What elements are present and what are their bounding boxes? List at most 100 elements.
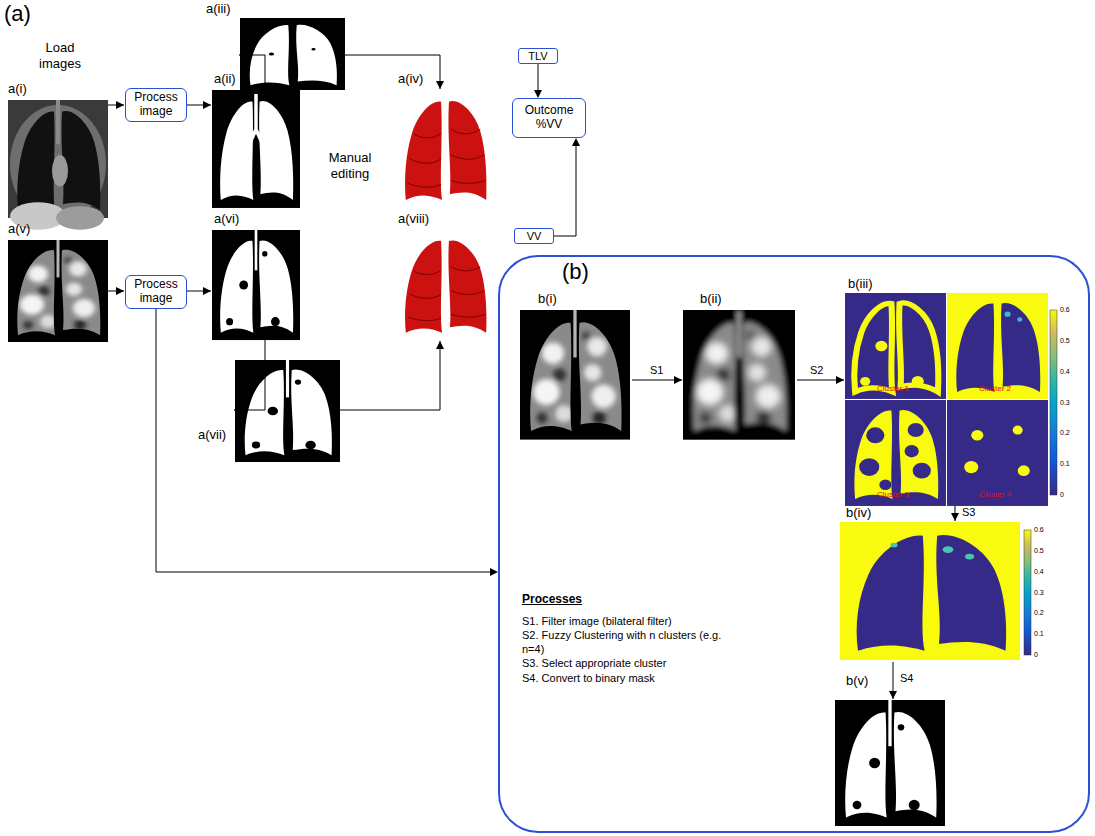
process-box: Process image: [125, 275, 187, 309]
illustration-part: [240, 18, 345, 90]
colorbar: [1024, 530, 1031, 655]
illustration-part: [187, 291, 211, 292]
part-label: b(iv): [846, 506, 871, 520]
illustration-part: [947, 400, 1048, 506]
step-label: S2: [810, 364, 823, 376]
illustration-part: [797, 380, 844, 381]
illustration-part: [683, 310, 795, 440]
cluster-map: [845, 400, 946, 506]
axis-tick: 0.2: [1060, 429, 1070, 437]
illustration-part: [234, 340, 265, 410]
process-step: S2. Fuzzy Clustering with n clusters (e.…: [522, 628, 737, 657]
filtered-image: [683, 310, 795, 440]
process-panel: (b) ProcessesS1. Filter image (bilateral …: [498, 255, 1090, 833]
part-label: a(iv): [398, 72, 423, 86]
lung-render: [396, 90, 494, 208]
lung-render: [396, 230, 494, 340]
list-heading: Processes: [522, 592, 737, 608]
connector: [554, 138, 580, 236]
illustration-part: [212, 90, 300, 208]
cluster-map: [845, 293, 946, 399]
edited-mask: [240, 18, 345, 90]
box-text: VV: [518, 230, 550, 242]
flow-arrows: [108, 55, 955, 699]
arrow-head: [490, 568, 498, 576]
part-label: a(vii): [198, 428, 226, 442]
illustration-part: [893, 662, 894, 699]
part-label: a(viii): [398, 212, 429, 226]
part-label: Manual editing: [316, 150, 384, 181]
measure-box: VV: [514, 228, 554, 244]
box-text: Process image: [130, 278, 182, 306]
illustration-part: [187, 105, 211, 106]
part-label: a(v): [8, 222, 30, 236]
axis-tick: 0.4: [1060, 368, 1070, 376]
cluster-label: Cluster 1: [877, 385, 909, 394]
illustration-part: [235, 360, 340, 462]
illustration-part: [835, 700, 945, 826]
outcome-box: Outcome %VV: [512, 98, 586, 138]
axis-tick: 0.3: [1060, 399, 1070, 407]
axis-tick: 0.4: [1034, 568, 1044, 576]
illustration-part: [947, 293, 1048, 399]
illustration-part: [845, 400, 946, 506]
illustration-part: [239, 55, 265, 90]
axis-tick: 0.3: [1034, 589, 1044, 597]
illustration-part: [845, 293, 946, 399]
connector: [156, 309, 498, 576]
step-label: S3: [962, 506, 975, 518]
cluster-label: Cluster 3: [877, 491, 909, 500]
part-label: b(iii): [848, 277, 873, 291]
step-label: S1: [650, 364, 663, 376]
box-text: Outcome %VV: [517, 104, 581, 132]
part-label: a(vi): [214, 212, 239, 226]
illustration-part: [340, 341, 440, 410]
process-step: S3. Select appropriate cluster: [522, 656, 737, 670]
connector: [534, 64, 542, 98]
axis-tick: 0.1: [1034, 630, 1044, 638]
ventilation-mask: [212, 230, 300, 340]
box-text: Process image: [130, 91, 182, 119]
axis-tick: 0: [1034, 651, 1038, 659]
illustration-part: [212, 230, 300, 340]
axis-tick: 0.5: [1060, 337, 1070, 345]
edited-mask: [235, 360, 340, 462]
illustration-part: [683, 310, 795, 440]
axis-tick: 0.2: [1034, 609, 1044, 617]
illustration-part: [345, 55, 440, 89]
illustration-part: [108, 291, 124, 292]
colorbar: [1050, 310, 1057, 495]
mri-image: [8, 100, 108, 230]
illustration-part: [8, 240, 108, 342]
process-step: S1. Filter image (bilateral filter): [522, 614, 737, 628]
illustration-part: [396, 90, 494, 208]
part-label: b(v): [846, 674, 868, 688]
part-label: b(ii): [700, 292, 722, 306]
illustration-part: [520, 310, 630, 440]
ventilation-image: [8, 240, 108, 342]
part-label: (a): [4, 2, 31, 26]
cluster-label: Cluster 2: [979, 385, 1011, 394]
process-step: S4. Convert to binary mask: [522, 671, 737, 685]
panel-label: (b): [562, 259, 589, 285]
illustration-part: [683, 310, 795, 440]
measure-box: TLV: [518, 48, 558, 64]
arrow-head: [572, 138, 580, 146]
cluster-map: [947, 400, 1048, 506]
illustration-part: [840, 522, 1020, 660]
part-label: b(i): [538, 292, 557, 306]
axis-tick: 0.5: [1034, 547, 1044, 555]
box-text: TLV: [522, 50, 554, 62]
cluster-map: [947, 293, 1048, 399]
axis-tick: 0.6: [1034, 526, 1044, 534]
cluster-label: Cluster 4: [979, 491, 1011, 500]
part-label: a(iii): [206, 2, 231, 16]
illustration-part: [632, 380, 682, 381]
lung-mask: [212, 90, 300, 208]
binary-mask: [835, 700, 945, 826]
selected-cluster: [840, 522, 1020, 660]
illustration-part: [108, 105, 124, 106]
part-label: a(i): [8, 82, 27, 96]
connector-line: [156, 309, 490, 572]
